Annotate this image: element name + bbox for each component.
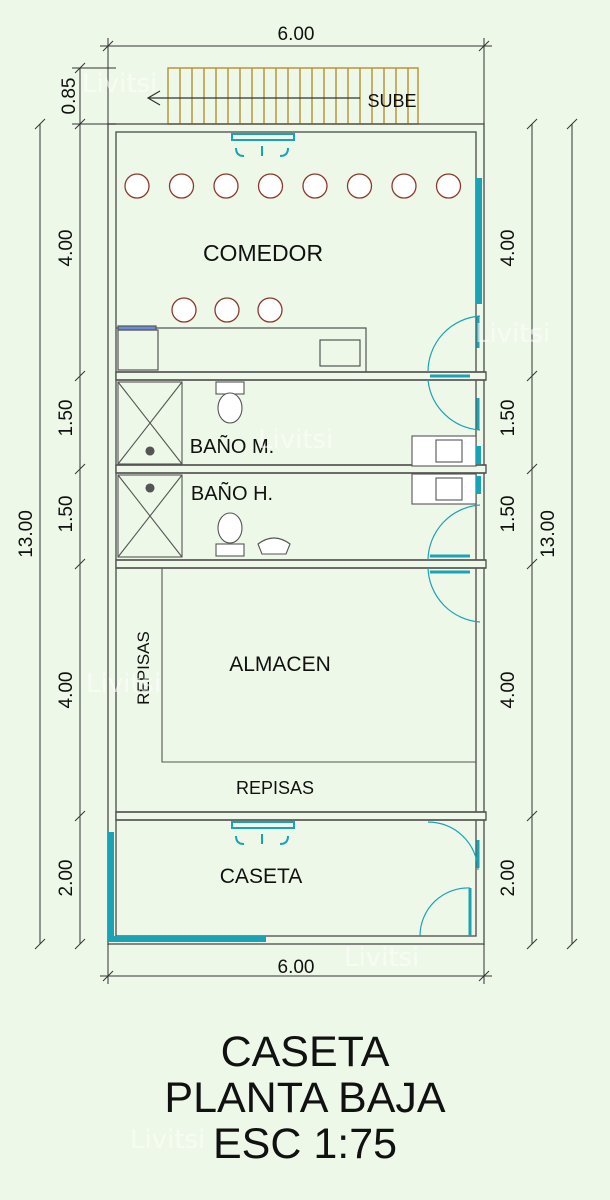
stool-icon xyxy=(171,297,197,323)
comedor-counter xyxy=(116,325,367,372)
dim-left-comedor: 4.00 xyxy=(56,230,77,267)
title-line-2: PLANTA BAJA xyxy=(164,1074,446,1122)
stool-icon xyxy=(124,173,150,199)
watermark: Livitsi xyxy=(82,69,157,99)
label-repisas-bottom: REPISAS xyxy=(236,778,314,798)
stair xyxy=(146,67,419,125)
room-label-bano-m: BAÑO M. xyxy=(190,434,274,458)
dim-right-almacen: 4.00 xyxy=(498,672,519,709)
room-label-caseta: CASETA xyxy=(220,865,302,888)
label-sube: SUBE xyxy=(367,91,416,111)
dimension-tick xyxy=(74,370,86,382)
dimension-tick xyxy=(526,810,538,822)
dimension-tick xyxy=(74,62,86,74)
stair-arrow-icon xyxy=(146,90,161,106)
dimension-tick xyxy=(74,810,86,822)
dim-left-almacen: 4.00 xyxy=(56,672,77,709)
watermark: Livitsi xyxy=(130,1125,205,1155)
stool-icon xyxy=(257,297,283,323)
urinal-icon xyxy=(257,537,291,555)
stool-icon xyxy=(213,173,239,199)
stool-icon xyxy=(168,173,195,199)
dimension-tick xyxy=(526,558,538,570)
dimension-lines xyxy=(39,38,573,984)
room-label-almacen: ALMACEN xyxy=(229,653,331,676)
dimension-tick xyxy=(102,40,114,52)
dimension-tick xyxy=(526,118,538,130)
almacen-shelves xyxy=(161,568,476,763)
label-repisas-side: REPISAS xyxy=(134,631,153,705)
stool-icon xyxy=(391,173,417,199)
dimension-tick xyxy=(34,938,46,950)
stool-icon xyxy=(257,173,284,199)
dim-stair-depth: 0.85 xyxy=(59,78,80,115)
dim-left-bano-m: 1.50 xyxy=(56,400,77,437)
watermark: Livitsi xyxy=(475,319,550,349)
toilet-icon xyxy=(215,381,245,424)
shower-h xyxy=(117,474,183,558)
dimension-tick xyxy=(34,118,46,130)
dimension-tick xyxy=(478,40,490,52)
watermark: Livitsi xyxy=(258,425,333,455)
room-label-bano-h: BAÑO H. xyxy=(191,481,273,505)
door-leaves xyxy=(430,316,480,936)
stools xyxy=(124,173,462,323)
dimension-tick xyxy=(526,938,538,950)
shower-m xyxy=(117,381,183,465)
stool-icon xyxy=(214,297,240,323)
lamp-icon xyxy=(231,133,295,157)
sink-icon xyxy=(411,435,477,505)
dimension-tick xyxy=(74,938,86,950)
dim-left-caseta: 2.00 xyxy=(56,860,77,897)
windows xyxy=(108,178,482,942)
lamp-icon xyxy=(231,821,295,845)
title-line-1: CASETA xyxy=(220,1028,390,1076)
dim-right-total: 13.00 xyxy=(538,510,559,558)
dimension-tick xyxy=(566,118,578,130)
dim-left-total: 13.00 xyxy=(16,510,37,558)
dim-top-width: 6.00 xyxy=(278,24,315,45)
dimension-tick xyxy=(102,970,114,982)
title-line-3: ESC 1:75 xyxy=(212,1120,398,1168)
dim-bottom-width: 6.00 xyxy=(278,957,315,978)
dim-right-comedor: 4.00 xyxy=(498,230,519,267)
toilet-icon xyxy=(215,512,245,557)
walls xyxy=(107,123,487,945)
stool-icon xyxy=(346,173,373,199)
watermark: Livitsi xyxy=(86,669,161,699)
dimension-tick xyxy=(526,370,538,382)
dimension-tick xyxy=(478,970,490,982)
dimension-tick xyxy=(526,463,538,475)
stool-icon xyxy=(302,173,328,199)
dimension-tick xyxy=(566,938,578,950)
doors xyxy=(419,315,481,937)
dimension-tick xyxy=(74,463,86,475)
dim-right-bano-m: 1.50 xyxy=(498,400,519,437)
dimension-tick xyxy=(74,558,86,570)
dim-right-caseta: 2.00 xyxy=(498,860,519,897)
room-label-comedor: COMEDOR xyxy=(203,240,323,266)
dim-right-bano-h: 1.50 xyxy=(498,496,519,533)
dimension-tick xyxy=(74,118,86,130)
watermark: Livitsi xyxy=(344,943,419,973)
sink-tap xyxy=(476,446,481,494)
dim-left-bano-h: 1.50 xyxy=(56,496,77,533)
stool-icon xyxy=(435,173,462,199)
